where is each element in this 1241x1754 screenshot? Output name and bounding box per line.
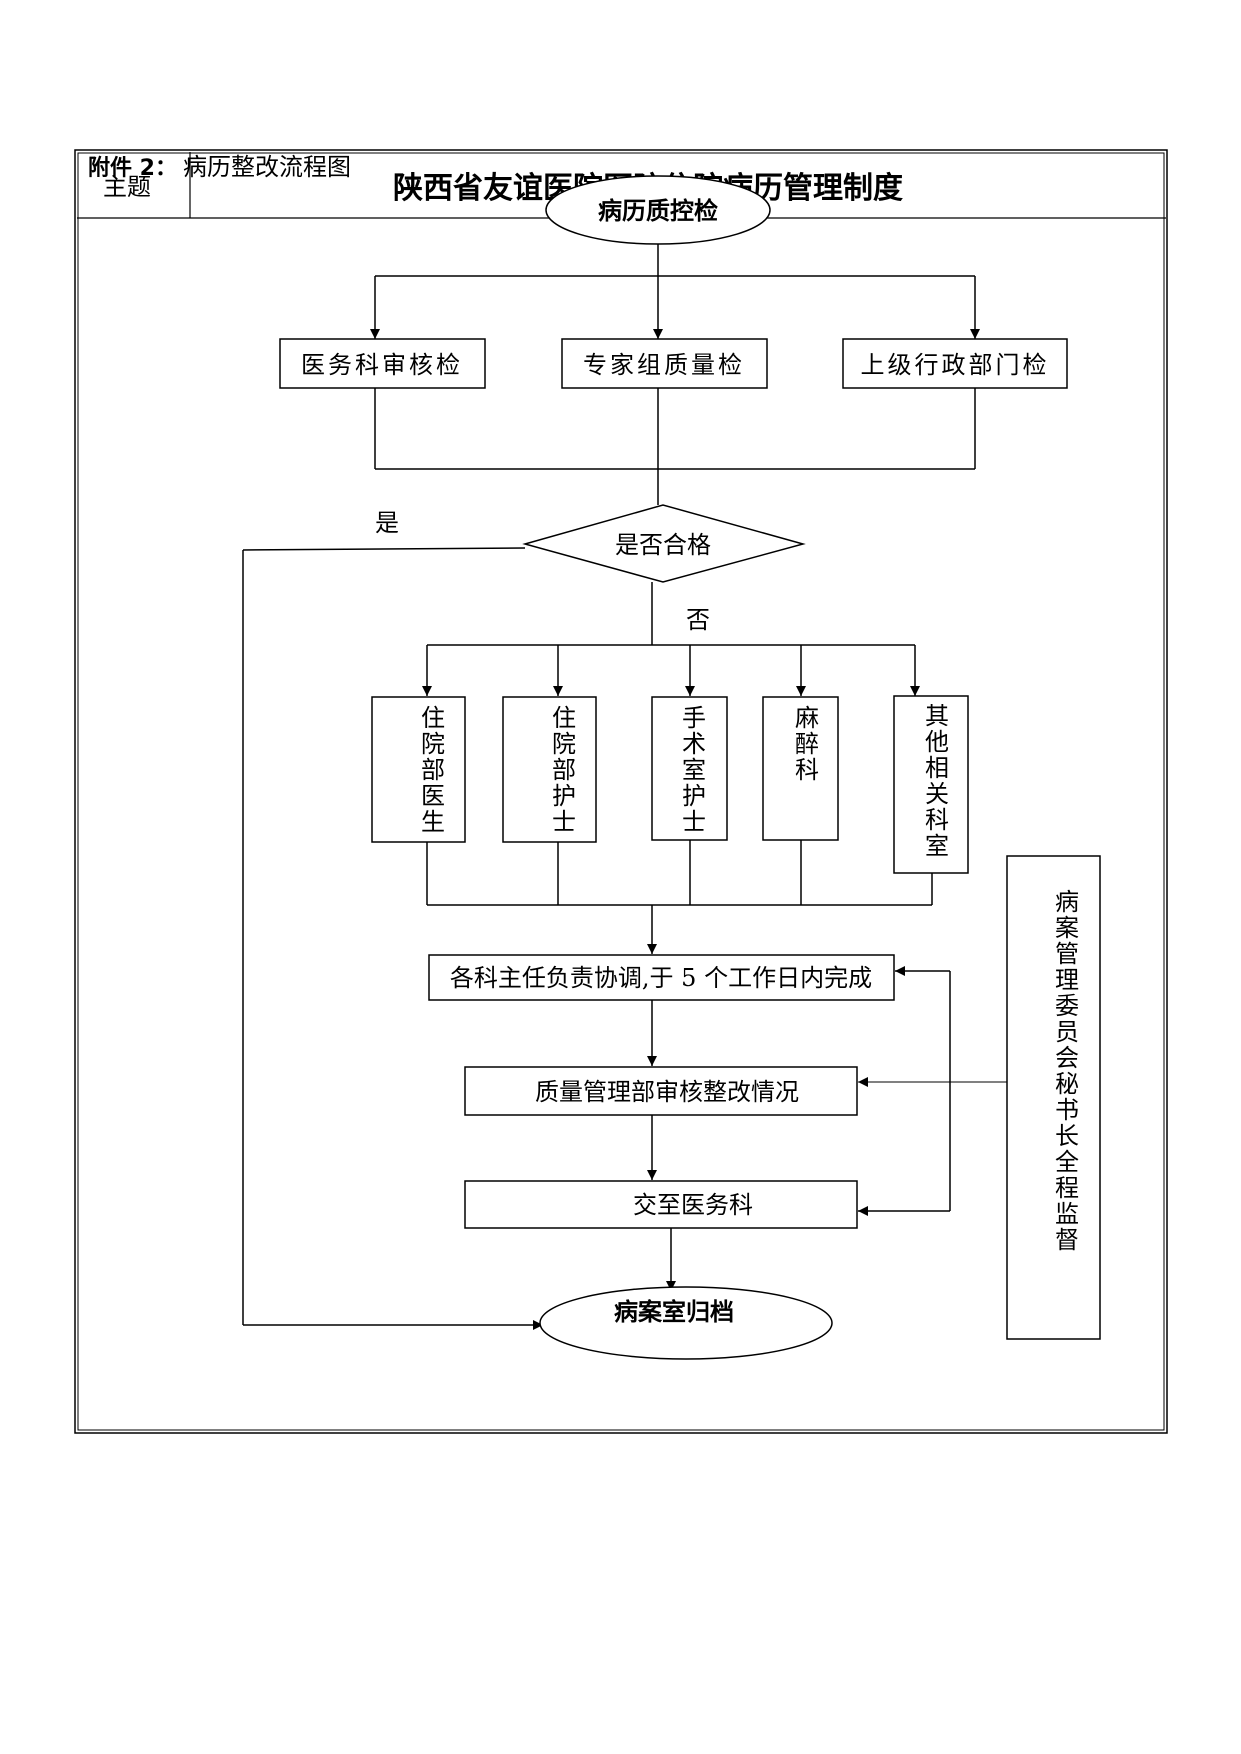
- dept-box-inpatient-nurse: [502, 696, 597, 843]
- end-label: 病案室归档: [614, 1298, 734, 1326]
- start-label: 病历质控检: [598, 197, 718, 225]
- attachment-label: 附件 2：: [88, 155, 177, 181]
- end-ellipse: [539, 1286, 833, 1360]
- yes-label: 是: [375, 509, 399, 537]
- inner-frame: [77, 152, 1165, 1431]
- attachment-title: 病历整改流程图: [183, 153, 351, 181]
- step-box-transfer: [464, 1180, 858, 1229]
- decision-label: 是否合格: [615, 531, 711, 559]
- dept-box-or-nurse: [651, 696, 728, 841]
- step-label-review: 质量管理部审核整改情况: [535, 1078, 799, 1106]
- dept-box-inpatient-doctor: [371, 696, 466, 843]
- yes-connector: [242, 547, 526, 551]
- outer-frame: [74, 149, 1168, 1434]
- check-box-medical-affairs: [279, 338, 486, 389]
- step-label-transfer: 交至医务科: [633, 1191, 753, 1219]
- subject-label: 主题: [103, 173, 151, 201]
- supervisor-label: 病案管理委员会秘书长全程监督: [1055, 888, 1079, 1254]
- check-label-superior-admin: 上级行政部门检: [861, 351, 1050, 379]
- check-box-superior-admin: [842, 338, 1068, 389]
- dept-label-other: 其他相关科室: [925, 702, 949, 860]
- dept-label-anesthesia: 麻醉科: [795, 704, 819, 784]
- dept-label-inpatient-nurse: 住院部护士: [552, 704, 576, 836]
- check-box-expert-group: [561, 338, 768, 389]
- check-label-medical-affairs: 医务科审核检: [301, 351, 463, 379]
- dept-label-or-nurse: 手术室护士: [682, 704, 706, 836]
- decision-diamond: [522, 504, 806, 583]
- supervisor-box: [1006, 855, 1101, 1340]
- step-label-coordinate: 各科主任负责协调,于 5 个工作日内完成: [450, 964, 872, 992]
- check-label-expert-group: 专家组质量检: [583, 351, 745, 379]
- dept-box-other: [893, 695, 969, 874]
- step-box-coordinate: [428, 954, 895, 1001]
- step-box-review: [464, 1066, 858, 1116]
- dept-label-inpatient-doctor: 住院部医生: [421, 704, 445, 836]
- no-label: 否: [686, 606, 710, 634]
